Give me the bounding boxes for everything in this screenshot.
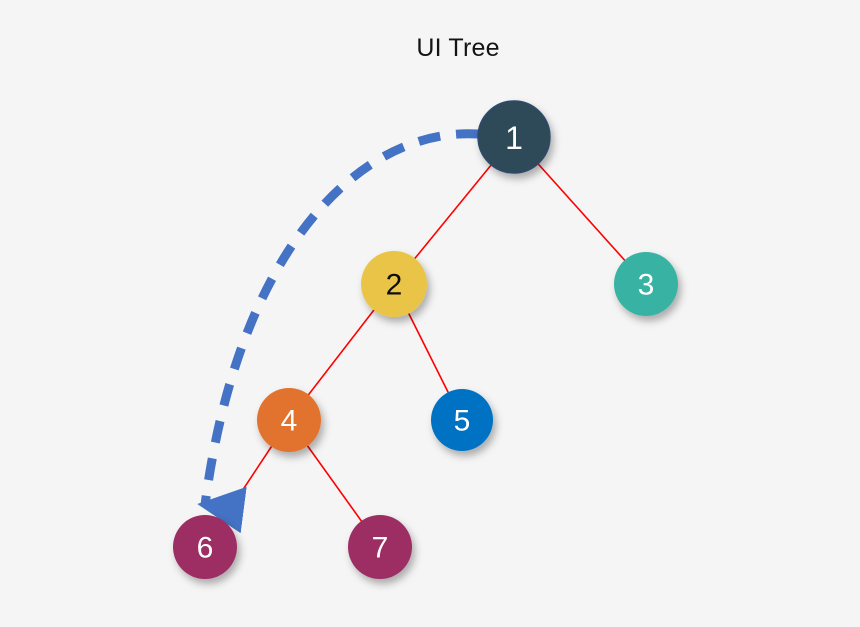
tree-node-2[interactable]: 2 xyxy=(361,251,427,317)
node-circle-7[interactable] xyxy=(348,515,412,579)
node-circle-4[interactable] xyxy=(257,388,321,452)
node-label-6: 6 xyxy=(197,532,214,565)
node-label-1: 1 xyxy=(505,120,523,156)
node-circle-3[interactable] xyxy=(614,252,678,316)
node-circle-6[interactable] xyxy=(173,515,237,579)
node-label-2: 2 xyxy=(386,269,403,302)
highlight-edge-1-to-6 xyxy=(197,129,479,534)
node-label-7: 7 xyxy=(372,532,389,565)
tree-nodes: 1 2 3 4 5 6 7 xyxy=(173,100,678,579)
highlight-path-1-to-6 xyxy=(197,129,479,534)
node-circle-5[interactable] xyxy=(431,389,493,451)
tree-edges xyxy=(204,136,647,548)
tree-node-1[interactable]: 1 xyxy=(477,100,551,174)
node-circle-1[interactable] xyxy=(477,100,551,174)
tree-node-4[interactable]: 4 xyxy=(257,388,321,452)
tree-node-7[interactable]: 7 xyxy=(348,515,412,579)
node-label-5: 5 xyxy=(454,405,471,438)
page-title: UI Tree xyxy=(416,34,500,62)
tree-node-5[interactable]: 5 xyxy=(431,389,493,451)
node-label-4: 4 xyxy=(281,405,298,438)
tree-node-6[interactable]: 6 xyxy=(173,515,237,579)
tree-node-3[interactable]: 3 xyxy=(614,252,678,316)
node-label-3: 3 xyxy=(638,269,655,302)
node-circle-2[interactable] xyxy=(361,251,427,317)
